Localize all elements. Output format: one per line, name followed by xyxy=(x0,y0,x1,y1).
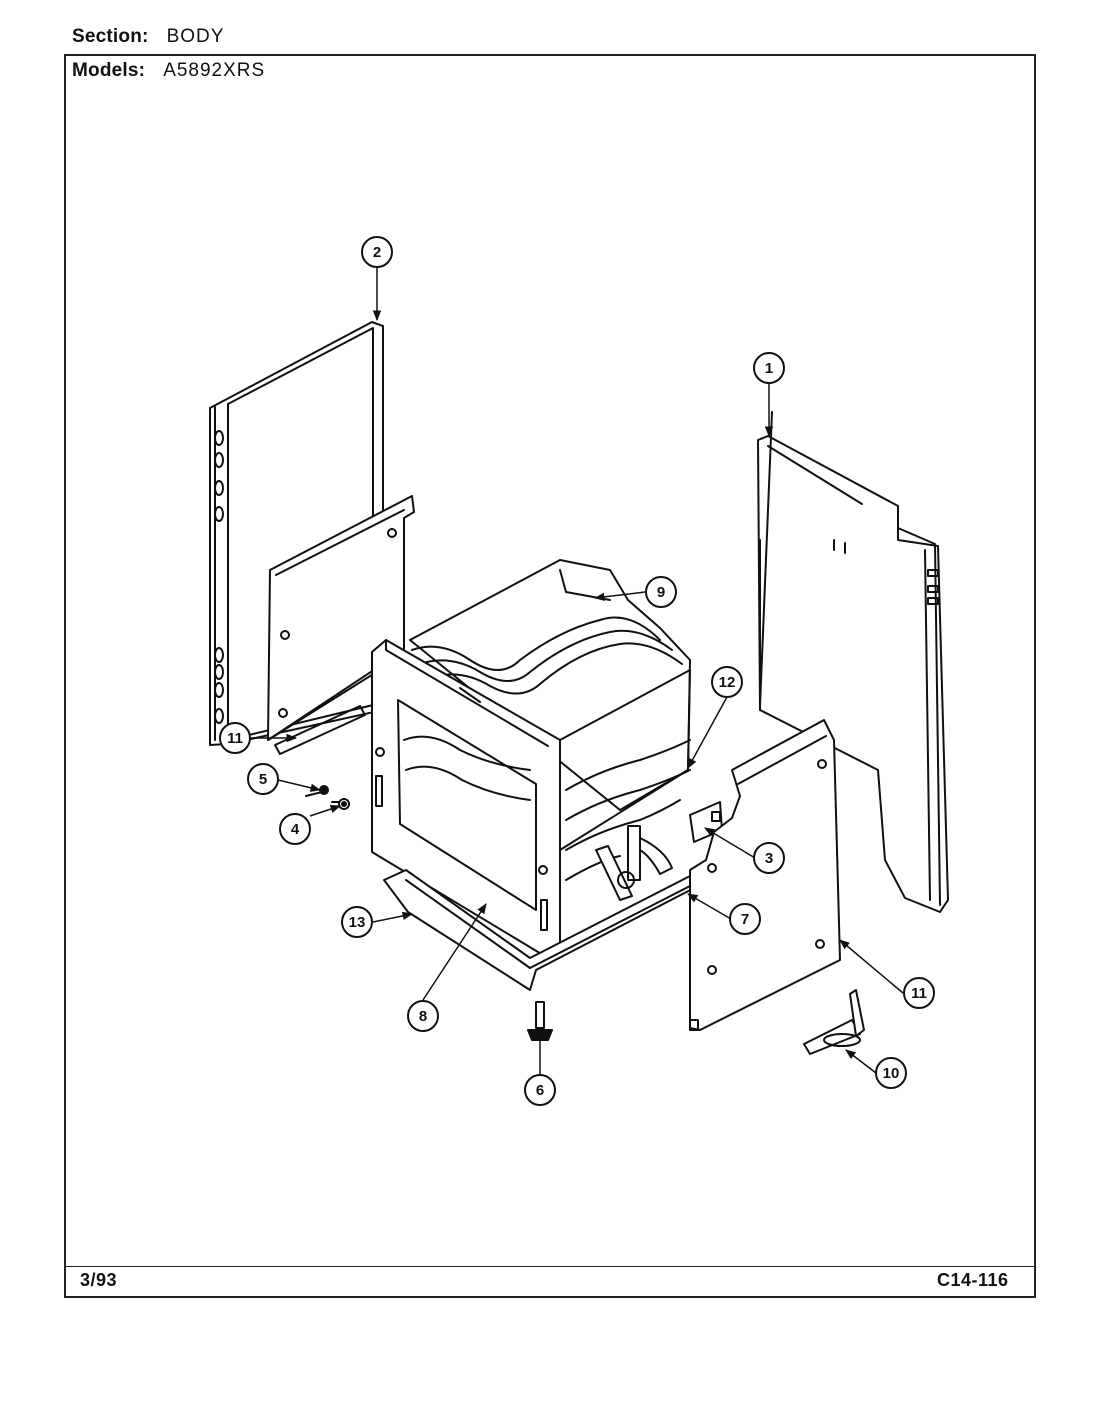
callout-11-left: 11 xyxy=(219,722,251,754)
callout-13: 13 xyxy=(341,906,373,938)
section-value: BODY xyxy=(166,26,225,47)
section-label: Section: xyxy=(72,26,149,47)
callout-7: 7 xyxy=(729,903,761,935)
callout-12: 12 xyxy=(711,666,743,698)
callout-4: 4 xyxy=(279,813,311,845)
svg-text:1: 1 xyxy=(765,360,773,377)
svg-text:6: 6 xyxy=(536,1082,544,1099)
callout-6: 6 xyxy=(524,1074,556,1106)
leader-9 xyxy=(593,591,646,602)
leveling-leg-bracket xyxy=(803,989,865,1055)
callout-1: 1 xyxy=(753,352,785,384)
left-inner-panel xyxy=(267,495,415,755)
oven-liner-box xyxy=(409,559,691,811)
leader-10 xyxy=(845,1049,877,1074)
page-frame xyxy=(64,54,1036,1298)
models-value: A5892XRS xyxy=(163,60,266,81)
leader-13 xyxy=(372,911,414,923)
callout-5: 5 xyxy=(247,763,279,795)
leader-4 xyxy=(309,805,341,817)
footer-code: C14-116 xyxy=(937,1270,1009,1290)
leader-12 xyxy=(687,696,728,769)
leader-3 xyxy=(704,827,756,859)
svg-text:9: 9 xyxy=(657,584,665,601)
svg-text:3: 3 xyxy=(765,850,773,867)
svg-text:11: 11 xyxy=(911,985,927,1002)
footer-date: 3/93 xyxy=(80,1270,118,1290)
burner-assembly xyxy=(595,825,673,901)
svg-text:7: 7 xyxy=(741,911,749,928)
nut-part-4 xyxy=(331,798,350,810)
models-header: Models: A5892XRS xyxy=(72,60,265,82)
svg-text:4: 4 xyxy=(291,821,300,838)
svg-text:12: 12 xyxy=(719,674,736,691)
back-panel xyxy=(757,411,949,913)
section-header: Section: BODY xyxy=(72,26,224,48)
svg-text:10: 10 xyxy=(883,1065,900,1082)
callout-8: 8 xyxy=(407,1000,439,1032)
leader-5 xyxy=(277,779,322,792)
callout-2: 2 xyxy=(361,236,393,268)
callouts: 2 1 9 12 11 5 4 3 xyxy=(219,236,935,1106)
footer-divider xyxy=(64,1266,1036,1267)
svg-text:13: 13 xyxy=(349,914,366,931)
right-inner-panel xyxy=(689,719,841,1031)
callout-10: 10 xyxy=(875,1057,907,1089)
leader-7 xyxy=(687,893,732,920)
svg-text:2: 2 xyxy=(373,244,381,261)
callout-3: 3 xyxy=(753,842,785,874)
callout-11-right: 11 xyxy=(903,977,935,1009)
leader-8 xyxy=(422,903,487,1001)
svg-text:5: 5 xyxy=(259,771,267,788)
callout-9: 9 xyxy=(645,576,677,608)
models-label: Models: xyxy=(72,60,146,81)
oven-right-wall xyxy=(559,669,691,881)
leader-11b xyxy=(839,939,904,994)
svg-text:11: 11 xyxy=(227,730,243,747)
svg-text:8: 8 xyxy=(419,1008,427,1025)
